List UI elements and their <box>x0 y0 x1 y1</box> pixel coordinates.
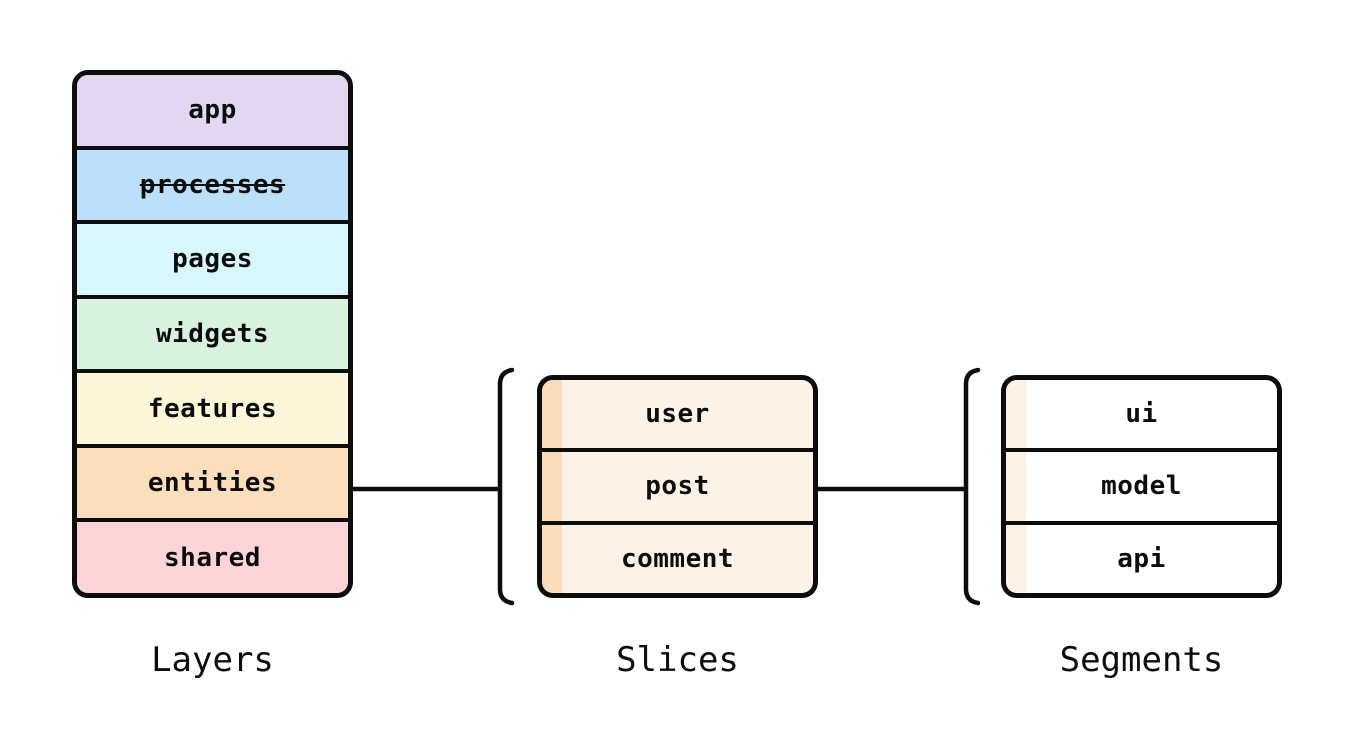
slice-row-post: post <box>542 448 813 520</box>
layers-caption: Layers <box>151 640 274 680</box>
segment-row-model: model <box>1006 448 1277 520</box>
slices-stack: user post comment <box>537 375 818 598</box>
segment-label-api: api <box>1117 543 1166 574</box>
layer-label-pages: pages <box>172 244 253 275</box>
layer-row-app: app <box>77 75 348 146</box>
segment-row-api: api <box>1006 520 1277 593</box>
slice-label-user: user <box>645 399 710 430</box>
slice-label-post: post <box>645 471 710 502</box>
slice-row-comment: comment <box>542 520 813 593</box>
layer-row-processes: processes <box>77 145 348 221</box>
layer-row-pages: pages <box>77 220 348 295</box>
slices-stripe <box>542 380 562 593</box>
segments-stack: ui model api <box>1001 375 1282 598</box>
segments-caption: Segments <box>1059 640 1224 680</box>
layer-row-shared: shared <box>77 518 348 593</box>
layer-label-features: features <box>147 393 278 424</box>
layer-label-entities: entities <box>147 468 278 499</box>
segment-row-ui: ui <box>1006 380 1277 448</box>
layer-label-shared: shared <box>164 542 261 573</box>
segment-label-model: model <box>1101 471 1182 502</box>
layer-label-app: app <box>188 95 237 126</box>
slice-label-comment: comment <box>620 543 735 574</box>
slices-bracket <box>497 367 515 606</box>
layer-label-widgets: widgets <box>155 319 270 350</box>
segments-bracket <box>963 367 981 606</box>
segments-stripe <box>1006 380 1026 593</box>
layer-row-entities: entities <box>77 443 348 519</box>
layer-row-features: features <box>77 369 348 444</box>
slices-caption: Slices <box>616 640 739 680</box>
layer-row-widgets: widgets <box>77 294 348 370</box>
layer-label-processes: processes <box>139 169 286 200</box>
layers-stack: app processes pages widgets features ent… <box>72 70 353 598</box>
slice-row-user: user <box>542 380 813 448</box>
segment-label-ui: ui <box>1125 399 1158 430</box>
